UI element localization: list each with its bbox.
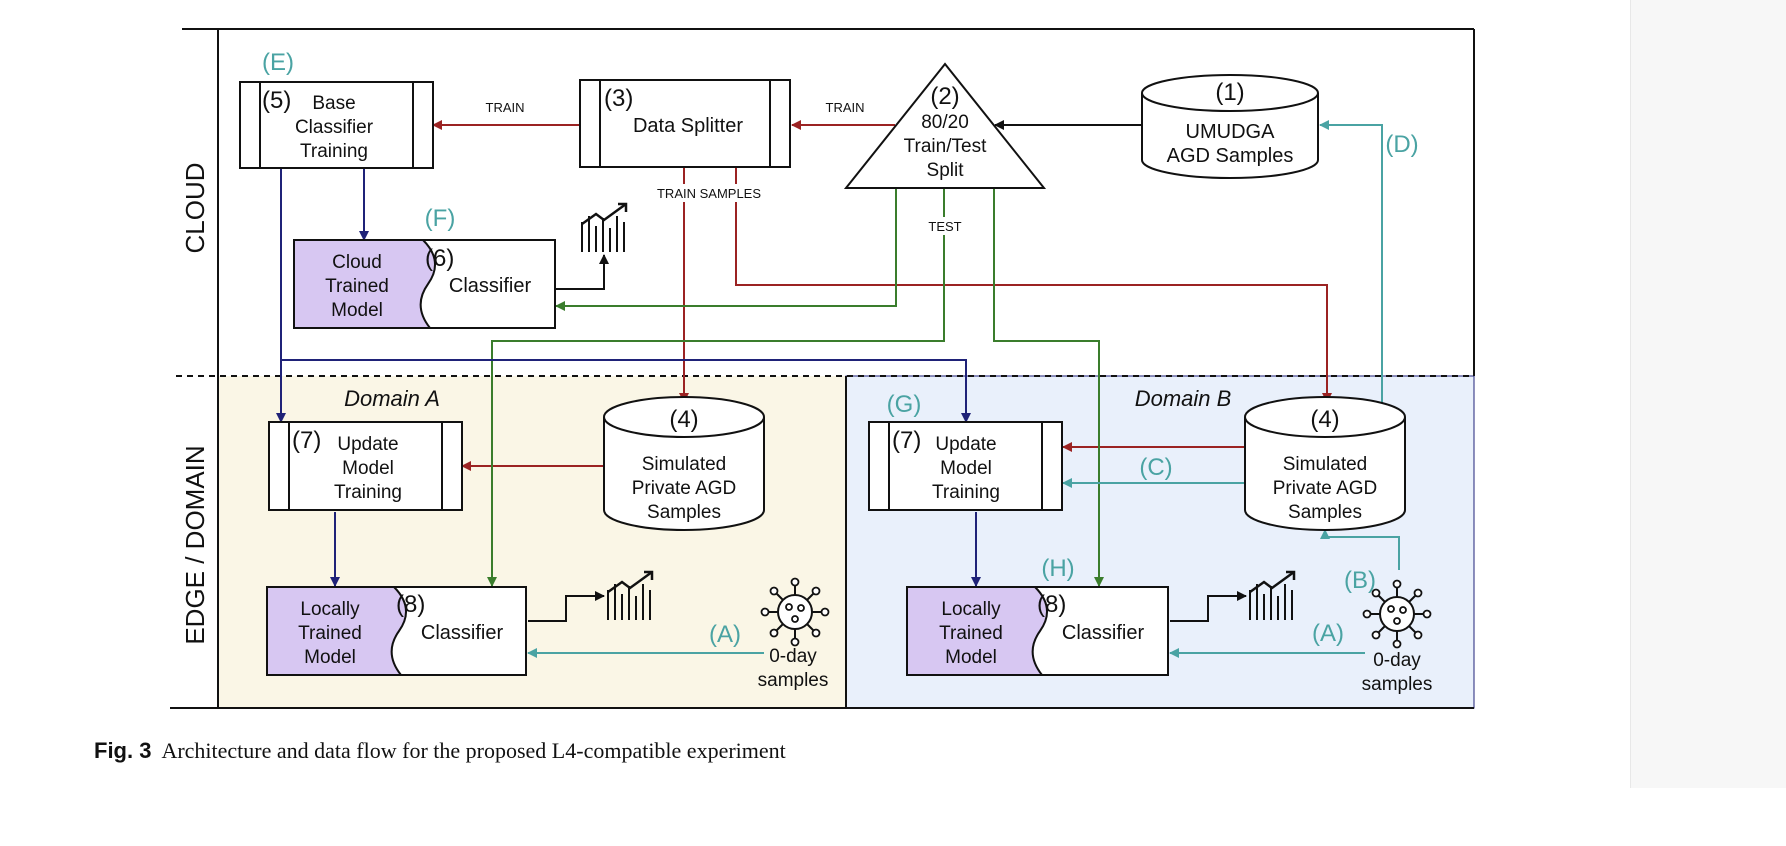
scrollbar-gutter[interactable] <box>1630 0 1786 788</box>
local-classifier-a-node: Locally Trained Model (8) Classifier <box>266 586 527 676</box>
edge-region-label: EDGE / DOMAIN <box>180 445 210 644</box>
node-4b-line3: Samples <box>1288 502 1362 523</box>
node-8a-model-line1: Locally <box>300 599 360 620</box>
arrow-zero-day-to-private-b <box>1320 529 1400 570</box>
domain-a-label: Domain A <box>344 386 440 411</box>
node-4a-line3: Samples <box>647 502 721 523</box>
train-test-split-node: (2) 80/20 Train/Test Split <box>843 62 1047 189</box>
node-1-line2: AGD Samples <box>1167 145 1294 167</box>
node-8a-model-line2: Trained <box>298 623 362 644</box>
update-model-training-b-node: (7) Update Model Training <box>868 421 1063 511</box>
node-1-line1: UMUDGA <box>1186 121 1276 143</box>
caption-label: Fig. 3 <box>94 738 152 763</box>
node-7b-num: (7) <box>892 427 921 454</box>
node-7b-line1: Update <box>935 434 996 455</box>
node-7a-line1: Update <box>337 434 398 455</box>
diagram-frame <box>170 28 1475 709</box>
cloud-region-label: CLOUD <box>180 162 210 253</box>
flow-label-g: (G) <box>887 391 922 418</box>
node-7b-line2: Model <box>940 458 992 479</box>
flow-label-b: (B) <box>1344 567 1376 594</box>
train-samples-label: TRAIN SAMPLES <box>657 186 761 201</box>
node-7a-num: (7) <box>292 427 321 454</box>
node-3-num: (3) <box>604 85 633 112</box>
node-3-label: Data Splitter <box>633 115 743 137</box>
node-8b-num: (8) <box>1037 591 1066 618</box>
node-6-model-line3: Model <box>331 300 383 321</box>
node-5-line1: Base <box>312 93 355 114</box>
private-samples-a-node: (4) Simulated Private AGD Samples <box>603 396 765 531</box>
flow-label-f: (F) <box>425 205 456 232</box>
node-6-model-line1: Cloud <box>332 252 382 273</box>
arrow-private-b-to-umudga <box>1319 120 1383 406</box>
flow-label-h: (H) <box>1041 555 1074 582</box>
node-5-line3: Training <box>300 141 368 162</box>
node-8a-label: Classifier <box>421 622 504 644</box>
umudga-samples-node: (1) UMUDGA AGD Samples <box>1141 74 1319 179</box>
node-6-model-line2: Trained <box>325 276 389 297</box>
node-5-line2: Classifier <box>295 117 374 138</box>
node-8b-model-line2: Trained <box>939 623 1003 644</box>
flow-label-d: (D) <box>1385 131 1418 158</box>
zero-day-b-line1: 0-day <box>1373 650 1421 671</box>
arrow-cloud-classifier-to-metrics <box>556 254 609 290</box>
data-splitter-node: (3) Data Splitter <box>579 79 791 168</box>
arrow-test-to-cloud-classifier <box>555 188 897 311</box>
node-4b-line2: Private AGD <box>1273 478 1378 499</box>
node-4b-line1: Simulated <box>1283 454 1368 475</box>
flow-label-e: (E) <box>262 49 294 76</box>
flow-label-a1: (A) <box>709 621 741 648</box>
node-8a-num: (8) <box>396 591 425 618</box>
arrow-train-samples-domain-b <box>735 168 1332 403</box>
node-4a-line1: Simulated <box>642 454 727 475</box>
node-4b-num: (4) <box>1310 406 1339 433</box>
node-2-line3: Split <box>927 160 965 181</box>
flow-label-a2: (A) <box>1312 620 1344 647</box>
arrow-base-to-update-b <box>281 359 971 423</box>
node-7a-line2: Model <box>342 458 394 479</box>
zero-day-virus-a-icon <box>760 577 830 647</box>
node-2-line2: Train/Test <box>904 136 987 157</box>
node-2-num: (2) <box>930 83 959 110</box>
local-classifier-b-node: Locally Trained Model (8) Classifier <box>906 586 1169 676</box>
arrow-test-to-classifier-a <box>487 188 945 587</box>
test-label: TEST <box>928 219 961 234</box>
node-6-label: Classifier <box>449 275 532 297</box>
node-8b-model-line3: Model <box>945 647 997 668</box>
node-8b-model-line1: Locally <box>941 599 1001 620</box>
private-samples-b-node: (4) Simulated Private AGD Samples <box>1244 396 1406 531</box>
figure-caption: Fig. 3 Architecture and data flow for the… <box>94 738 786 764</box>
node-4a-line2: Private AGD <box>632 478 737 499</box>
zero-day-a-line1: 0-day <box>769 646 817 667</box>
zero-day-a-line2: samples <box>758 670 829 691</box>
train-label-1: TRAIN <box>826 100 865 115</box>
caption-text: Architecture and data flow for the propo… <box>161 738 786 763</box>
arrow-test-to-classifier-b <box>993 188 1104 587</box>
domain-b-label: Domain B <box>1135 386 1232 411</box>
node-5-num: (5) <box>262 87 291 114</box>
cloud-classifier-node: Cloud Trained Model (6) Classifier <box>293 239 556 329</box>
base-classifier-training-node: (5) Base Classifier Training <box>239 81 434 169</box>
node-4a-num: (4) <box>669 406 698 433</box>
zero-day-b-line2: samples <box>1362 674 1433 695</box>
node-2-line1: 80/20 <box>921 112 969 133</box>
node-6-num: (6) <box>425 245 454 272</box>
node-7a-line3: Training <box>334 482 402 503</box>
flow-label-c: (C) <box>1139 454 1172 481</box>
arrow-classifier-a-to-metrics <box>528 591 605 622</box>
cloud-metrics-chart-icon <box>580 202 628 254</box>
arrow-classifier-b-to-metrics <box>1170 591 1247 622</box>
node-1-num: (1) <box>1215 79 1244 106</box>
node-7b-line3: Training <box>932 482 1000 503</box>
update-model-training-a-node: (7) Update Model Training <box>268 421 463 511</box>
train-label-2: TRAIN <box>486 100 525 115</box>
node-8a-model-line3: Model <box>304 647 356 668</box>
node-8b-label: Classifier <box>1062 622 1145 644</box>
